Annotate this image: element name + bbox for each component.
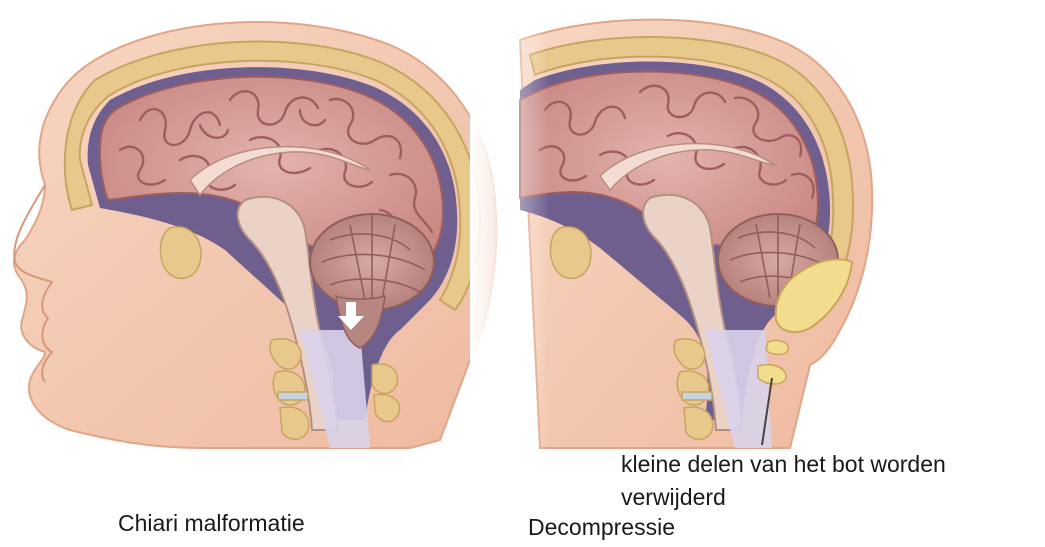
left-sinus <box>160 227 201 279</box>
caption-chiari-malformatie: Chiari malformatie <box>118 510 305 537</box>
annotation-line-2: verwijderd <box>621 481 946 514</box>
caption-decompressie: Decompressie <box>528 514 675 541</box>
right-sinus <box>550 227 591 279</box>
annotation-line-1: kleine delen van het bot worden <box>621 448 946 481</box>
removed-bone-fragment-1 <box>766 340 788 354</box>
right-panel-fade <box>470 0 550 460</box>
left-head-illustration <box>14 22 496 448</box>
right-head-illustration <box>470 0 872 460</box>
annotation-bone-removal: kleine delen van het bot worden verwijde… <box>621 448 946 514</box>
